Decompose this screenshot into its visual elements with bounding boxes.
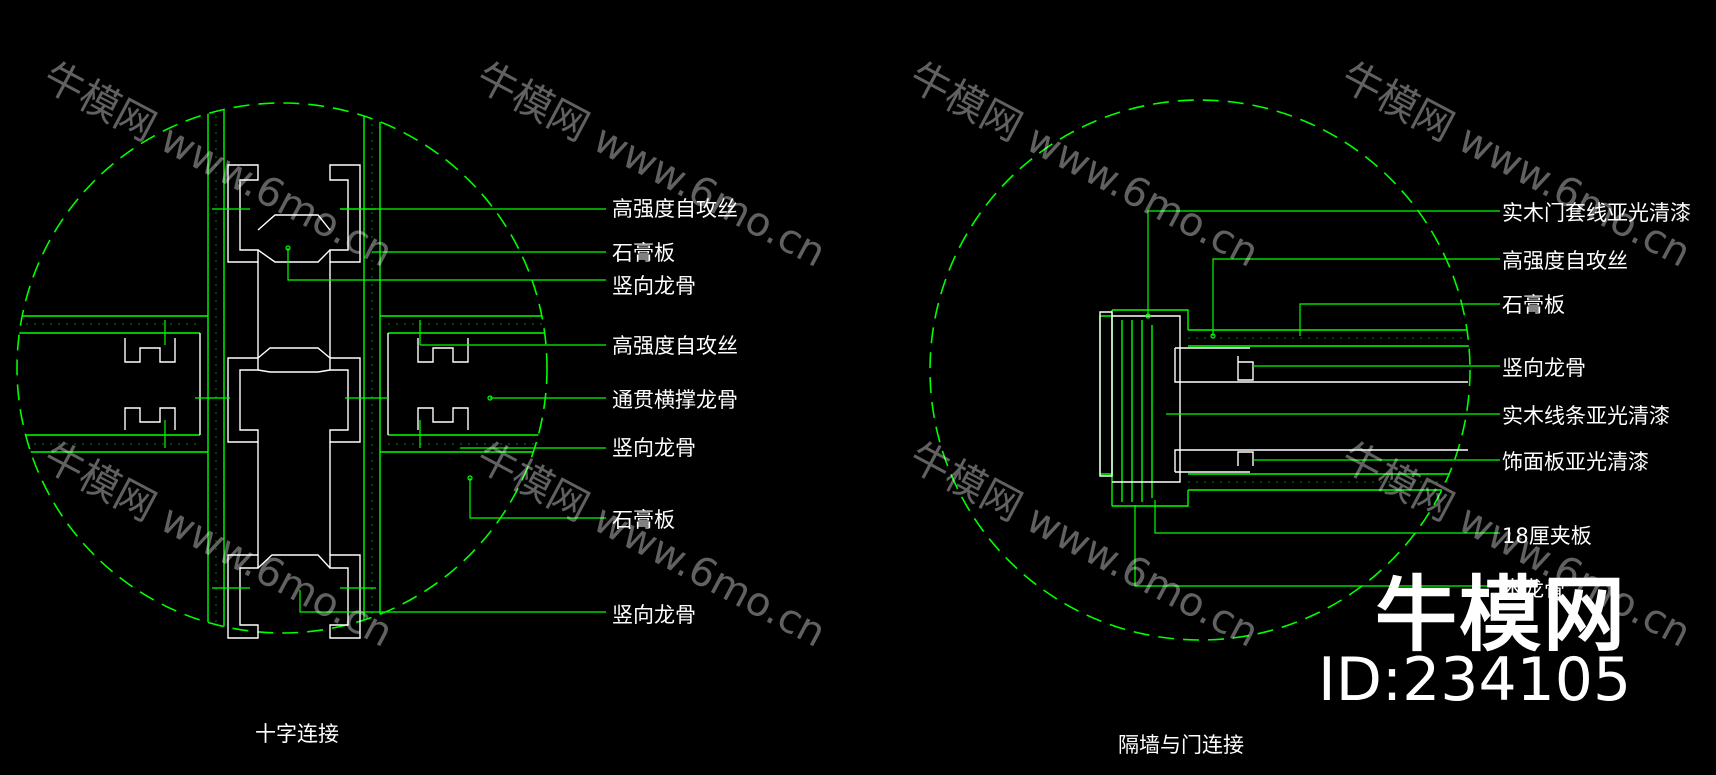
label-solid-wood-casing: 实木门套线亚光清漆 [1502, 201, 1691, 225]
label-wood-keel: 木龙骨 [1502, 577, 1565, 601]
caption-cross-connection: 十字连接 [255, 722, 339, 746]
right-leader-lines [1134, 210, 1500, 587]
brand-logo-text: 牛模网 [1375, 568, 1628, 663]
label-through-brace: 通贯横撑龙骨 [612, 388, 738, 412]
label-vertical-stud-r: 竖向龙骨 [1502, 356, 1586, 380]
horizontal-wall-studs [124, 333, 469, 435]
left-leader-lines [285, 208, 606, 613]
through-cross-braces [257, 214, 331, 569]
label-vertical-stud-2: 竖向龙骨 [612, 436, 696, 460]
horizontal-wall-boards [17, 315, 547, 453]
label-high-strength-screw: 高强度自攻丝 [612, 197, 738, 221]
vertical-wall-boards [207, 103, 381, 633]
label-solid-wood-strip: 实木线条亚光清漆 [1502, 404, 1670, 428]
label-veneer-panel: 饰面板亚光清漆 [1502, 450, 1649, 474]
label-high-strength-screw-r: 高强度自攻丝 [1502, 249, 1628, 273]
screw-marks [164, 208, 421, 589]
detail-boundary-circle [16, 102, 548, 634]
label-gypsum-board-2: 石膏板 [612, 508, 675, 532]
partition-wall-boards [1188, 329, 1470, 491]
label-gypsum-board-r: 石膏板 [1502, 293, 1565, 317]
partition-studs [1174, 347, 1468, 473]
detail-boundary-circle-right [929, 99, 1471, 641]
label-vertical-stud: 竖向龙骨 [612, 274, 696, 298]
cross-connection-detail [16, 102, 606, 639]
door-casing [1099, 311, 1181, 483]
label-high-strength-screw-2: 高强度自攻丝 [612, 334, 738, 358]
brand-id: ID:234105 [1318, 645, 1632, 715]
caption-partition-door: 隔墙与门连接 [1118, 733, 1244, 757]
label-plywood-18: 18厘夹板 [1502, 524, 1592, 548]
label-vertical-stud-3: 竖向龙骨 [612, 603, 696, 627]
vertical-studs [227, 164, 361, 639]
label-gypsum-board: 石膏板 [612, 241, 675, 265]
partition-door-detail [929, 99, 1500, 641]
door-frame [1099, 309, 1189, 507]
